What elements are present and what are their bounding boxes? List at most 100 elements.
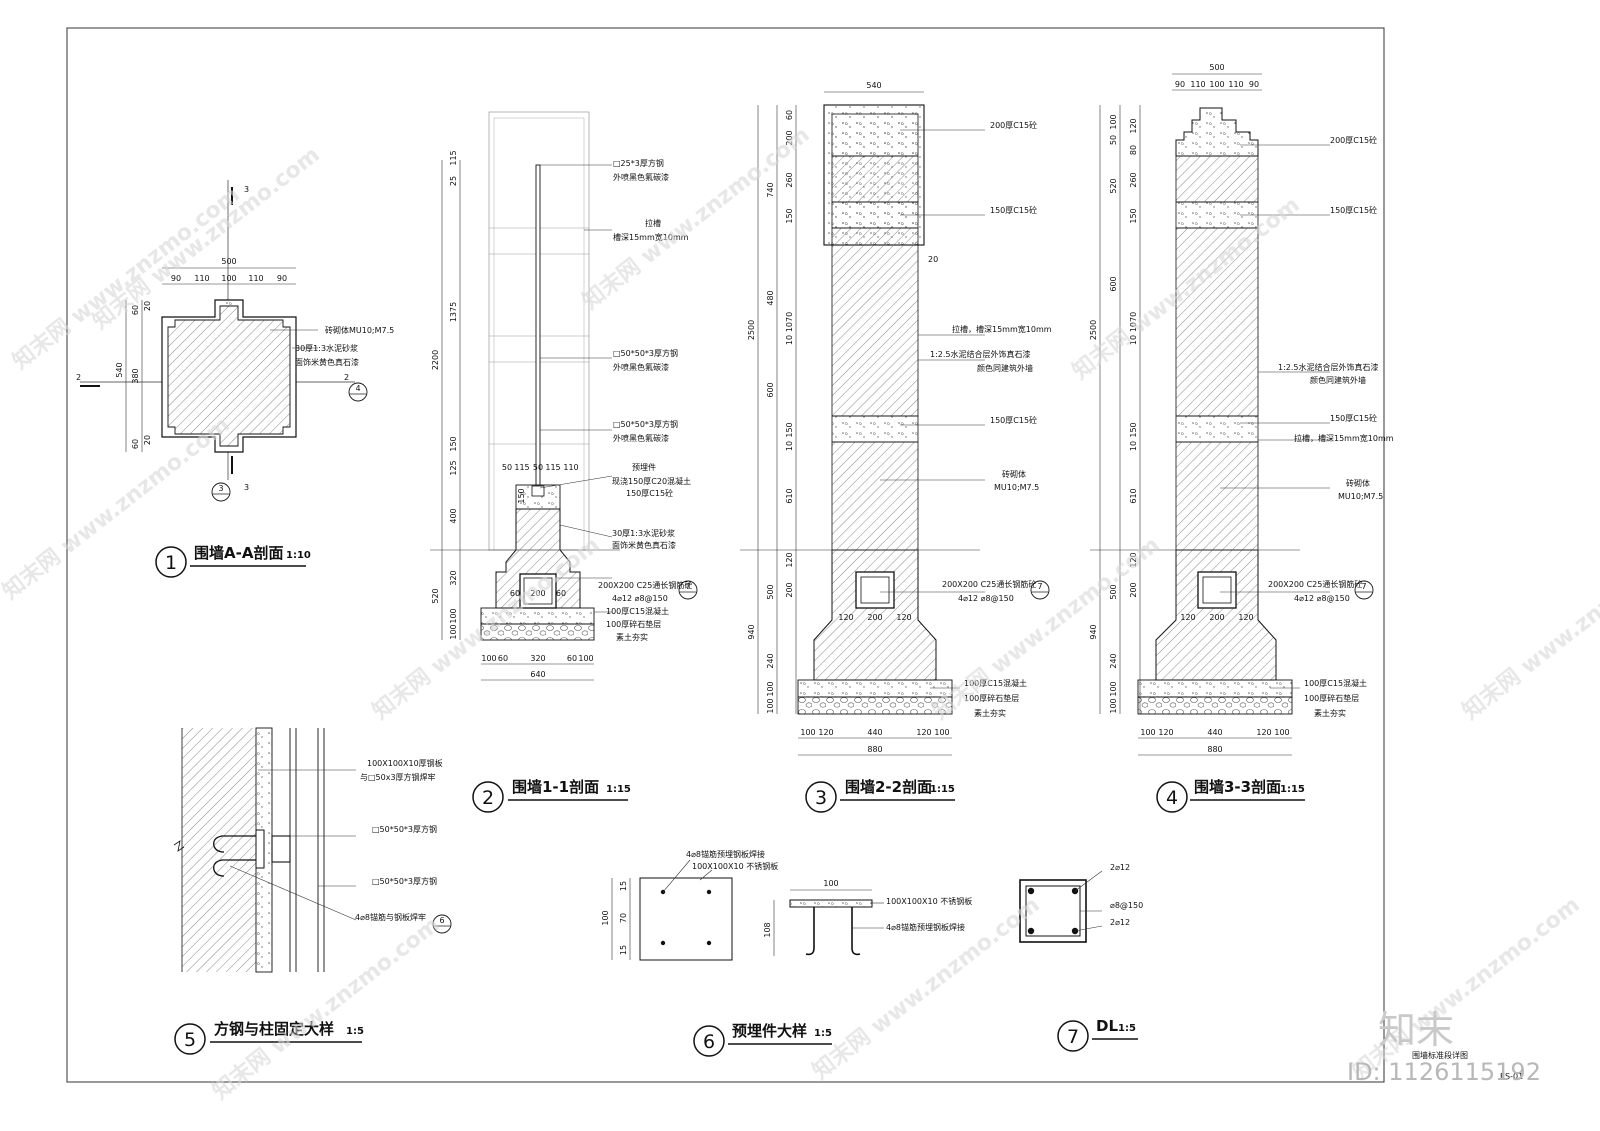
svg-text:□50*50*3厚方钢: □50*50*3厚方钢	[613, 419, 678, 429]
svg-text:知末网 www.znzmo.com: 知末网 www.znzmo.com	[88, 142, 325, 335]
svg-text:15: 15	[619, 881, 628, 891]
svg-text:1070: 1070	[785, 312, 794, 332]
svg-text:5: 5	[184, 1029, 196, 1051]
svg-text:150: 150	[1129, 208, 1138, 223]
svg-text:现浇150厚C20混凝土: 现浇150厚C20混凝土	[612, 476, 691, 486]
svg-text:20: 20	[928, 255, 938, 264]
svg-text:100: 100	[1109, 681, 1118, 696]
svg-text:260: 260	[785, 172, 794, 187]
svg-text:125: 125	[449, 460, 458, 475]
detail-7-title: 7 DL 1:5	[1057, 1017, 1138, 1052]
svg-text:7: 7	[1361, 582, 1366, 591]
svg-text:DL: DL	[1096, 1017, 1118, 1035]
svg-text:60: 60	[510, 589, 520, 598]
svg-text:30厚1:3水泥砂浆: 30厚1:3水泥砂浆	[295, 343, 358, 353]
svg-text:50: 50	[502, 463, 512, 472]
svg-text:MU10;M7.5: MU10;M7.5	[994, 483, 1039, 492]
svg-text:2500: 2500	[747, 320, 756, 340]
svg-text:110: 110	[248, 274, 263, 283]
svg-text:115: 115	[514, 463, 529, 472]
svg-text:1:2.5水泥结合层外饰真石漆: 1:2.5水泥结合层外饰真石漆	[930, 349, 1031, 359]
svg-text:60: 60	[567, 654, 577, 663]
svg-text:200厚C15砼: 200厚C15砼	[1330, 135, 1377, 145]
svg-text:60: 60	[498, 654, 508, 663]
detail-3-section: 540 2500 940 740 480 600 500 240 100 100…	[740, 81, 1052, 756]
svg-text:440: 440	[867, 728, 882, 737]
svg-text:90: 90	[277, 274, 287, 283]
svg-text:200: 200	[867, 613, 882, 622]
svg-text:4: 4	[355, 384, 360, 393]
svg-text:知末网 www.znzmo.com: 知末网 www.znzmo.com	[0, 412, 235, 605]
svg-text:520: 520	[1109, 178, 1118, 193]
svg-text:拉槽，槽深15mm宽10mm: 拉槽，槽深15mm宽10mm	[1294, 433, 1394, 443]
svg-text:120: 120	[896, 613, 911, 622]
svg-text:110: 110	[1190, 80, 1205, 89]
sheet-border	[66, 27, 1385, 1083]
svg-text:2⌀12: 2⌀12	[1110, 863, 1130, 872]
svg-text:110: 110	[1228, 80, 1243, 89]
svg-text:90: 90	[171, 274, 181, 283]
svg-text:500: 500	[766, 584, 775, 599]
svg-text:砖砌体: 砖砌体	[1002, 469, 1026, 479]
svg-text:100: 100	[601, 910, 610, 925]
svg-text:预埋件大样: 预埋件大样	[732, 1022, 807, 1040]
svg-text:600: 600	[766, 382, 775, 397]
svg-text:□50*50*3厚方钢: □50*50*3厚方钢	[372, 824, 437, 834]
svg-text:100厚碎石垫层: 100厚碎石垫层	[1304, 693, 1359, 703]
svg-text:颜色同建筑外墙: 颜色同建筑外墙	[1310, 375, 1366, 385]
svg-text:围墙A-A剖面: 围墙A-A剖面	[194, 544, 283, 562]
detail-1-plan: 500 90 110 100 110 90 540 60 20 380 20 6…	[76, 180, 394, 502]
svg-text:砖砌体MU10;M7.5: 砖砌体MU10;M7.5	[325, 325, 394, 335]
detail-3-title: 3 围墙2-2剖面 1:15	[805, 778, 955, 813]
svg-text:外喷黑色氟碳漆: 外喷黑色氟碳漆	[613, 433, 669, 443]
svg-text:240: 240	[1109, 653, 1118, 668]
svg-text:100: 100	[481, 654, 496, 663]
watermark-brand: 知末	[1378, 1008, 1454, 1052]
svg-text:100X100X10厚钢板: 100X100X10厚钢板	[367, 758, 443, 768]
svg-text:2⌀12: 2⌀12	[1110, 918, 1130, 927]
svg-text:知末网 www.znzmo.com: 知末网 www.znzmo.com	[578, 122, 815, 315]
svg-text:120: 120	[838, 613, 853, 622]
svg-text:4: 4	[1166, 787, 1178, 809]
svg-text:20: 20	[143, 301, 152, 311]
svg-text:100厚C15混凝土: 100厚C15混凝土	[606, 606, 669, 616]
svg-text:100: 100	[934, 728, 949, 737]
svg-text:1:5: 1:5	[1118, 1023, 1136, 1034]
svg-text:10: 10	[1129, 335, 1138, 345]
svg-text:480: 480	[766, 290, 775, 305]
svg-text:7: 7	[1067, 1026, 1079, 1048]
svg-text:610: 610	[1129, 488, 1138, 503]
svg-text:1:10: 1:10	[286, 550, 311, 561]
svg-text:100: 100	[823, 879, 838, 888]
svg-text:940: 940	[747, 624, 756, 639]
svg-text:120: 120	[785, 552, 794, 567]
svg-text:10: 10	[785, 441, 794, 451]
svg-text:100: 100	[449, 608, 458, 623]
svg-text:100: 100	[766, 698, 775, 713]
svg-text:2200: 2200	[431, 350, 440, 370]
watermark-id: ID: 1126115192	[1347, 1058, 1541, 1086]
svg-text:100厚碎石垫层: 100厚碎石垫层	[606, 619, 661, 629]
svg-text:120: 120	[1158, 728, 1173, 737]
svg-text:4⌀12 ⌀8@150: 4⌀12 ⌀8@150	[1294, 594, 1350, 603]
drawing-name: 围墙标准段详图	[1412, 1050, 1468, 1060]
detail-4-section: 500 90 110 100 110 90 2500 940 100 50 52…	[1089, 63, 1394, 756]
svg-text:440: 440	[1207, 728, 1222, 737]
svg-text:540: 540	[115, 362, 124, 377]
svg-text:200: 200	[530, 589, 545, 598]
svg-text:4⌀12 ⌀8@150: 4⌀12 ⌀8@150	[612, 594, 668, 603]
svg-text:100厚C15混凝土: 100厚C15混凝土	[964, 678, 1027, 688]
svg-text:115: 115	[545, 463, 560, 472]
detail-7-dl: 2⌀12 ⌀8@150 2⌀12	[1019, 863, 1143, 943]
svg-text:□50*50*3厚方钢: □50*50*3厚方钢	[613, 348, 678, 358]
svg-text:380: 380	[131, 368, 140, 383]
detail-6-embedded-plate: 100 15 70 15 4⌀8锚筋预埋钢板焊接 100X100X10 不锈钢板…	[601, 849, 972, 961]
d1-dim-top-total: 500	[221, 257, 236, 266]
svg-text:108: 108	[763, 922, 772, 937]
svg-text:600: 600	[1109, 276, 1118, 291]
svg-text:120: 120	[1256, 728, 1271, 737]
svg-text:围墙3-3剖面: 围墙3-3剖面	[1194, 778, 1281, 796]
svg-text:115: 115	[449, 150, 458, 165]
svg-text:500: 500	[1209, 63, 1224, 72]
